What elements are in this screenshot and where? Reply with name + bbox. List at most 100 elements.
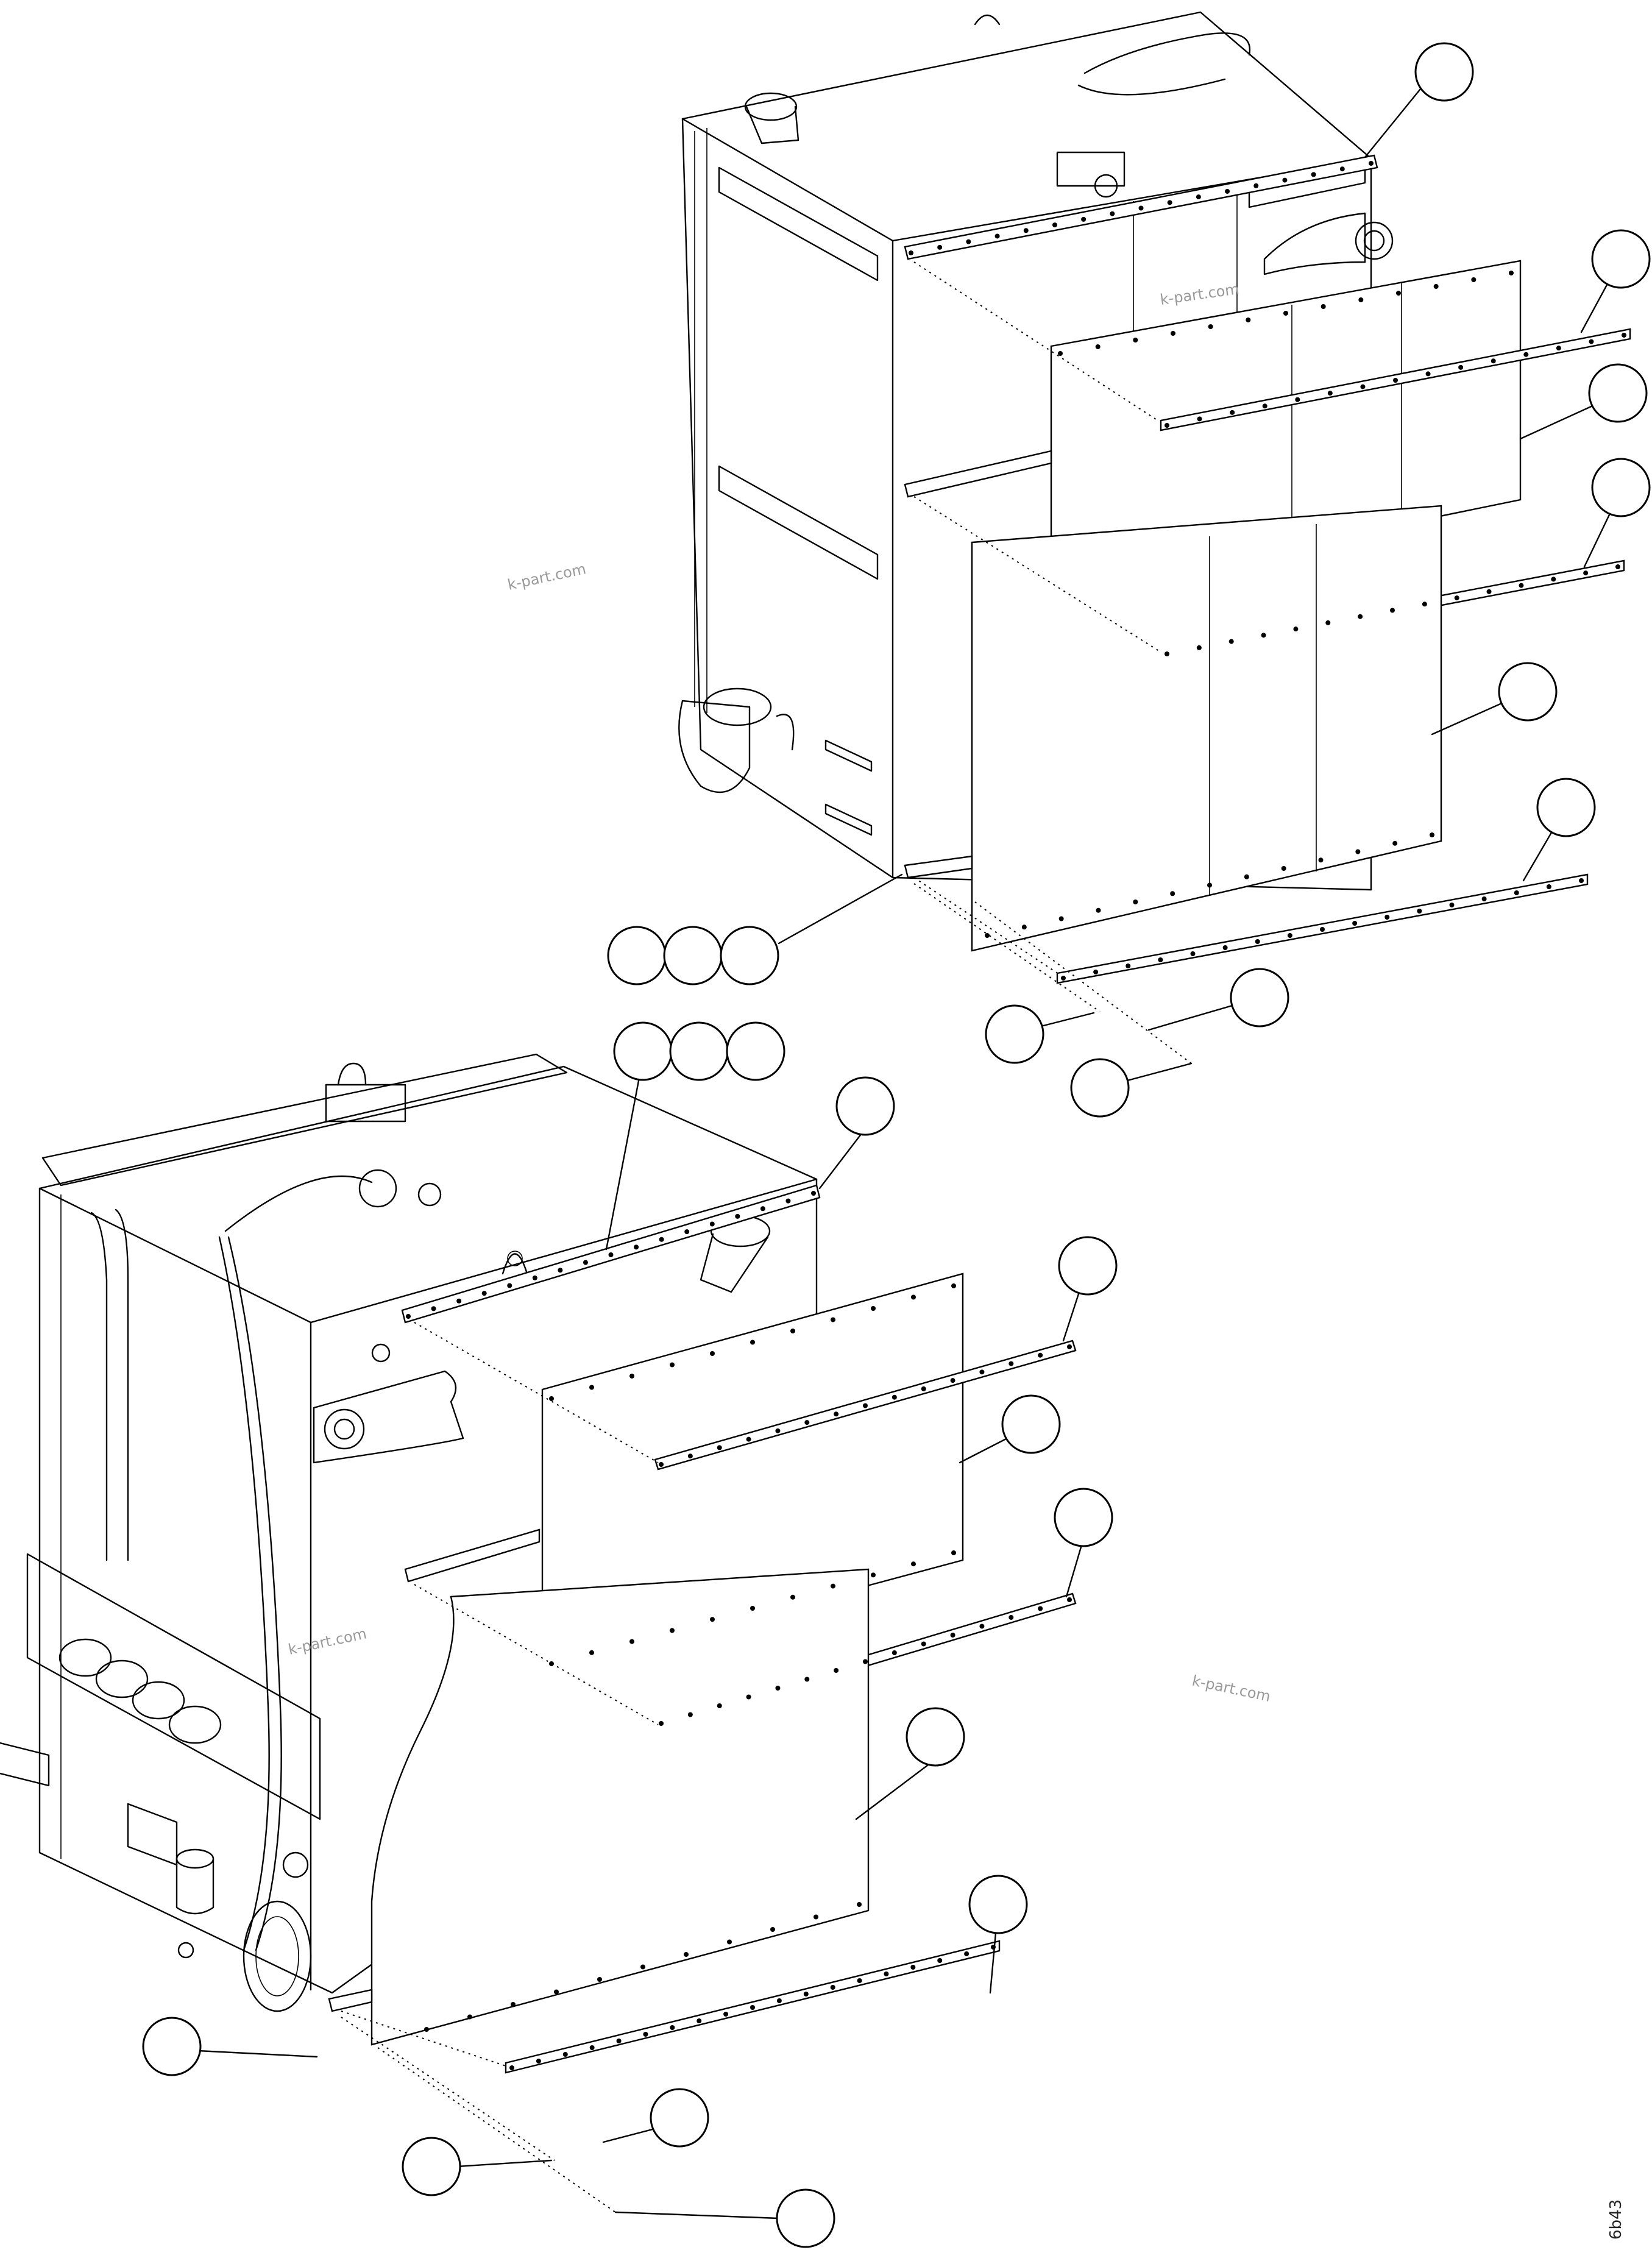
- fastener-hole: [804, 1420, 810, 1425]
- fastener-hole: [921, 1641, 926, 1647]
- fastener-hole: [1433, 284, 1439, 289]
- fastener-hole: [811, 1191, 816, 1196]
- fastener-hole: [1311, 172, 1316, 177]
- callout-bubble: [1414, 42, 1474, 102]
- fastener-hole: [1583, 570, 1589, 576]
- fastener-hole: [1222, 945, 1228, 950]
- fastener-hole: [710, 1351, 715, 1356]
- callout-bubble: [906, 1707, 965, 1767]
- fastener-hole: [911, 1561, 916, 1567]
- fastener-hole: [1615, 564, 1620, 569]
- fastener-hole: [1038, 1606, 1043, 1611]
- fastener-hole: [1491, 358, 1496, 364]
- fastener-hole: [1425, 371, 1431, 377]
- fastener-hole: [1058, 916, 1064, 921]
- fastener-hole: [937, 244, 943, 250]
- fastener-hole: [554, 1989, 559, 1995]
- callout-bubble: [720, 926, 779, 985]
- lower-front-panel-bottom: [370, 1568, 870, 2046]
- fastener-hole: [790, 1329, 795, 1333]
- fastener-hole: [1454, 595, 1459, 601]
- callout-bubble: [1070, 1058, 1130, 1118]
- fastener-hole: [723, 2012, 729, 2017]
- watermark: k-part.com: [506, 560, 587, 594]
- fastener-hole: [1093, 970, 1099, 974]
- fastener-hole: [1579, 878, 1584, 883]
- fastener-hole: [670, 1628, 675, 1633]
- fastener-hole: [597, 1977, 602, 1982]
- fastener-hole: [717, 1703, 722, 1708]
- fastener-hole: [750, 2005, 755, 2010]
- fastener-hole: [834, 1411, 839, 1417]
- fastener-hole: [670, 1362, 675, 1368]
- fastener-hole: [804, 1677, 810, 1682]
- fastener-hole: [834, 1668, 839, 1673]
- fastener-hole: [1392, 840, 1398, 846]
- fastener-hole: [687, 1453, 693, 1459]
- fastener-hole: [1261, 633, 1266, 638]
- fastener-hole: [1228, 639, 1234, 644]
- fastener-hole: [684, 1952, 689, 1957]
- fastener-hole: [1165, 651, 1169, 656]
- fastener-hole: [966, 239, 971, 244]
- fastener-hole: [562, 2052, 568, 2057]
- callout-bubble: [1591, 458, 1651, 517]
- upper-tank-body: [681, 11, 1372, 891]
- fastener-hole: [670, 2025, 675, 2030]
- fastener-hole: [910, 1965, 916, 1970]
- fastener-hole: [1417, 909, 1422, 914]
- callout-bubble: [726, 1021, 785, 1081]
- fastener-hole: [1327, 391, 1333, 396]
- fastener-hole: [831, 1583, 835, 1589]
- fastener-hole: [831, 1317, 835, 1322]
- callout-bubble: [607, 926, 667, 985]
- fastener-hole: [608, 1252, 614, 1257]
- fastener-hole: [911, 1294, 916, 1300]
- callout-bubble: [402, 2137, 461, 2196]
- fastener-hole: [549, 1396, 554, 1401]
- fastener-hole: [1038, 1352, 1043, 1358]
- fastener-hole: [1133, 338, 1138, 342]
- fastener-hole: [589, 2045, 595, 2050]
- fastener-hole: [1061, 976, 1066, 981]
- fastener-hole: [1165, 423, 1169, 428]
- fastener-hole: [1171, 331, 1175, 336]
- fastener-hole: [1208, 324, 1213, 329]
- fastener-hole: [616, 2039, 622, 2043]
- fastener-hole: [830, 1985, 835, 1990]
- fastener-hole: [1295, 397, 1300, 402]
- fastener-hole: [746, 1436, 751, 1442]
- fastener-hole: [467, 2014, 472, 2020]
- fastener-hole: [1318, 857, 1324, 863]
- fastener-hole: [857, 1902, 862, 1907]
- fastener-hole: [709, 1221, 715, 1227]
- watermark: k-part.com: [286, 1625, 368, 1658]
- fastener-hole: [1282, 177, 1288, 183]
- fastener-hole: [1589, 339, 1594, 344]
- fastener-hole: [1390, 608, 1395, 613]
- fastener-hole: [1052, 222, 1057, 228]
- fastener-hole: [1339, 166, 1345, 172]
- fastener-hole: [406, 1314, 411, 1319]
- fastener-hole: [424, 2027, 429, 2032]
- callout-bubble: [1054, 1488, 1113, 1547]
- fastener-hole: [1244, 874, 1249, 879]
- callout-bubble: [1058, 1236, 1118, 1296]
- callout-bubble: [985, 1004, 1044, 1064]
- fastener-hole: [1138, 205, 1144, 211]
- fastener-hole: [951, 1283, 956, 1288]
- fastener-hole: [1067, 1597, 1072, 1602]
- fastener-hole: [1458, 364, 1464, 370]
- fastener-hole: [985, 933, 990, 938]
- fastener-hole: [1519, 583, 1524, 588]
- fastener-hole: [1546, 884, 1551, 889]
- fastener-hole: [511, 2002, 516, 2007]
- fastener-hole: [1283, 311, 1288, 316]
- fastener-hole: [921, 1386, 926, 1391]
- fastener-hole: [1486, 589, 1492, 594]
- fastener-hole: [1230, 410, 1235, 415]
- fastener-hole: [431, 1306, 436, 1311]
- fastener-hole: [1321, 304, 1326, 309]
- fastener-hole: [1009, 1615, 1014, 1620]
- fastener-hole: [507, 1283, 512, 1288]
